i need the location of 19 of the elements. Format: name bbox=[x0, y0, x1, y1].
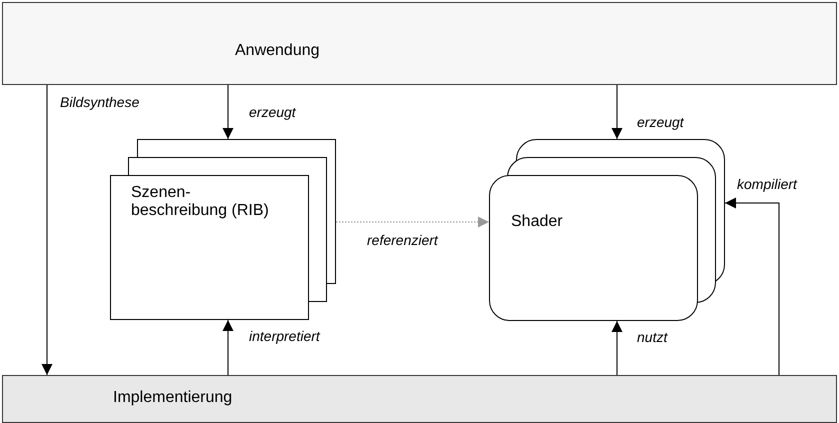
document-stack bbox=[110, 139, 336, 320]
node-label: Shader bbox=[511, 213, 563, 231]
node-label: Anwendung bbox=[235, 42, 320, 60]
edge-label: kompiliert bbox=[737, 176, 797, 192]
arrow bbox=[612, 320, 622, 376]
arrow bbox=[336, 216, 490, 228]
arrow bbox=[724, 198, 780, 376]
edge-label: Bildsynthese bbox=[60, 94, 140, 110]
arrow bbox=[612, 84, 622, 140]
arrow bbox=[222, 320, 234, 376]
arrow bbox=[222, 84, 234, 140]
node-label: Szenen- beschreibung (RIB) bbox=[131, 184, 270, 220]
node-label: Implementierung bbox=[113, 389, 232, 407]
implementation-band bbox=[2, 375, 837, 423]
edge-label: interpretiert bbox=[249, 328, 320, 344]
shader-stack bbox=[489, 139, 725, 321]
application-band bbox=[2, 2, 837, 85]
arrow bbox=[42, 84, 52, 376]
edge-label: referenziert bbox=[367, 232, 438, 248]
